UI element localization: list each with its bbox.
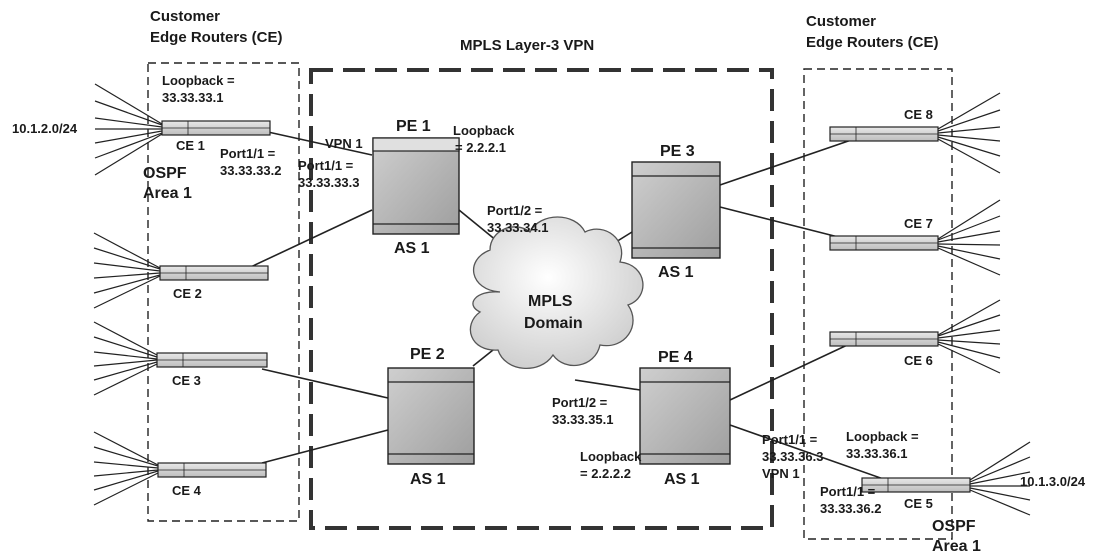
fan-ce1 — [94, 83, 163, 176]
link-ce1-pe1 — [267, 131, 373, 156]
ce5-loopback-line1: Loopback = — [846, 429, 919, 444]
pe1-router — [372, 137, 460, 235]
pe2-name: PE 2 — [410, 346, 445, 363]
fan-ce2 — [93, 232, 161, 309]
ce4-router — [157, 462, 267, 478]
pe4-router — [639, 367, 731, 465]
pe4-port11-line3: VPN 1 — [762, 466, 800, 481]
left-group-title-line2: Edge Routers (CE) — [150, 29, 283, 46]
link-ce4-pe2 — [261, 429, 389, 464]
fan-ce5 — [969, 441, 1031, 516]
ce7-name: CE 7 — [904, 216, 933, 231]
ce1-name: CE 1 — [176, 138, 205, 153]
right-group-title-line2: Edge Routers (CE) — [806, 34, 939, 51]
ce8-name: CE 8 — [904, 107, 933, 122]
pe4-as: AS 1 — [664, 471, 700, 488]
ce1-subnet: 10.1.2.0/24 — [12, 121, 78, 136]
fan-ce3 — [93, 321, 158, 396]
ospf-right-line1: OSPF — [932, 518, 976, 535]
pe1-name: PE 1 — [396, 118, 431, 135]
ce1-loopback-line1: Loopback = — [162, 73, 235, 88]
link-ce2-pe1 — [239, 209, 373, 273]
ce6-name: CE 6 — [904, 353, 933, 368]
mpls-cloud — [469, 216, 644, 369]
ce5-subnet: 10.1.3.0/24 — [1020, 474, 1086, 489]
pe4-port12-line1: Port1/2 = — [552, 395, 608, 410]
left-ce-group-box — [147, 62, 300, 522]
ce2-name: CE 2 — [173, 286, 202, 301]
pe4-loopback-line1: Loopback — [580, 449, 642, 464]
ce5-name: CE 5 — [904, 496, 933, 511]
cloud-label-line1: MPLS — [528, 293, 573, 310]
link-ce3-pe2 — [261, 368, 389, 399]
pe1-vpn: VPN 1 — [325, 136, 363, 151]
cloud-label-line2: Domain — [524, 315, 583, 332]
ce2-router — [159, 265, 269, 281]
pe1-loopback-line1: Loopback — [453, 123, 515, 138]
ce5-port-line2: 33.33.36.2 — [820, 501, 881, 516]
ce1-loopback-line2: 33.33.33.1 — [162, 90, 223, 105]
pe4-port12-line2: 33.33.35.1 — [552, 412, 613, 427]
pe4-name: PE 4 — [658, 349, 693, 366]
pe3-router — [631, 161, 721, 259]
pe2-as: AS 1 — [410, 471, 446, 488]
ce1-router — [161, 120, 271, 136]
pe1-port12-line1: Port1/2 = — [487, 203, 543, 218]
link-pe3-ce8 — [719, 136, 861, 186]
pe4-port11-line1: Port1/1 = — [762, 432, 818, 447]
right-ce-group-box — [803, 68, 953, 540]
link-pe4-ce6 — [729, 339, 859, 401]
link-pe4-cloud — [574, 379, 641, 391]
mpls-vpn-box — [309, 68, 774, 530]
diagram-title: MPLS Layer-3 VPN — [460, 37, 594, 54]
pe1-port11-line2: 33.33.33.3 — [298, 175, 359, 190]
ce4-name: CE 4 — [172, 483, 202, 498]
ce3-name: CE 3 — [172, 373, 201, 388]
ce6-router — [829, 331, 939, 347]
link-pe4-ce5 — [729, 424, 893, 483]
ce3-router — [156, 352, 268, 368]
pe1-as: AS 1 — [394, 240, 430, 257]
pe1-port12-line2: 33.33.34.1 — [487, 220, 548, 235]
ospf-right-line2: Area 1 — [932, 538, 981, 555]
ce5-loopback-line2: 33.33.36.1 — [846, 446, 907, 461]
ospf-left-line1: OSPF — [143, 165, 187, 182]
ce7-router — [829, 235, 939, 251]
fan-ce7 — [937, 199, 1001, 276]
ce5-router — [861, 477, 971, 493]
fan-ce4 — [93, 431, 159, 506]
ce1-port-line1: Port1/1 = — [220, 146, 276, 161]
ce1-port-line2: 33.33.33.2 — [220, 163, 281, 178]
pe4-port11-line2: 33.33.36.3 — [762, 449, 823, 464]
pe2-router — [387, 367, 475, 465]
left-group-title-line1: Customer — [150, 8, 220, 25]
pe1-loopback-line2: = 2.2.2.1 — [455, 140, 506, 155]
fan-ce8 — [937, 92, 1001, 174]
right-group-title-line1: Customer — [806, 13, 876, 30]
fan-ce6 — [937, 299, 1001, 374]
ce8-router — [829, 126, 939, 142]
pe4-loopback-line2: = 2.2.2.2 — [580, 466, 631, 481]
pe1-port11-line1: Port1/1 = — [298, 158, 354, 173]
pe3-name: PE 3 — [660, 143, 695, 160]
pe3-as: AS 1 — [658, 264, 694, 281]
ospf-left-line2: Area 1 — [143, 185, 192, 202]
ce5-port-line1: Port1/1 = — [820, 484, 876, 499]
